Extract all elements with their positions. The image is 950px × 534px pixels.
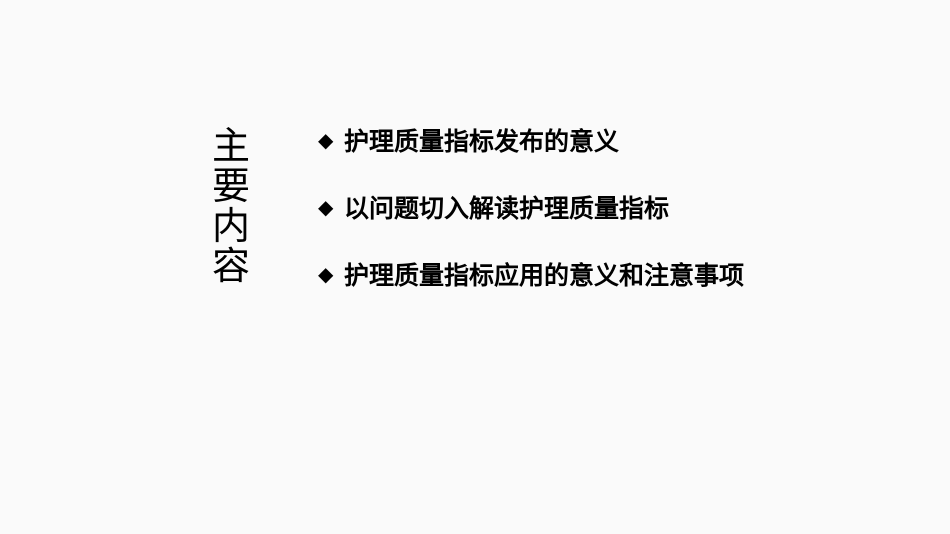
title-char: 要 [211, 164, 250, 208]
agenda-item-text: 护理质量指标应用的意义和注意事项 [344, 261, 745, 290]
diamond-bullet-icon: ◆ [318, 195, 334, 219]
diamond-bullet-icon: ◆ [318, 128, 334, 152]
agenda-item-text: 以问题切入解读护理质量指标 [344, 194, 670, 223]
diamond-bullet-icon: ◆ [318, 262, 334, 286]
section-title-vertical: 主 要 内 容 [206, 126, 256, 286]
title-char: 内 [211, 204, 250, 248]
divider [265, 120, 267, 290]
agenda-list: ◆ 护理质量指标发布的意义 ◆ 以问题切入解读护理质量指标 ◆ 护理质量指标应用… [318, 122, 744, 323]
title-char: 主 [211, 124, 250, 168]
agenda-item: ◆ 以问题切入解读护理质量指标 [318, 189, 744, 225]
agenda-item: ◆ 护理质量指标发布的意义 [318, 122, 744, 158]
agenda-item-text: 护理质量指标发布的意义 [344, 127, 620, 156]
title-char: 容 [211, 244, 250, 288]
agenda-item: ◆ 护理质量指标应用的意义和注意事项 [318, 256, 744, 292]
